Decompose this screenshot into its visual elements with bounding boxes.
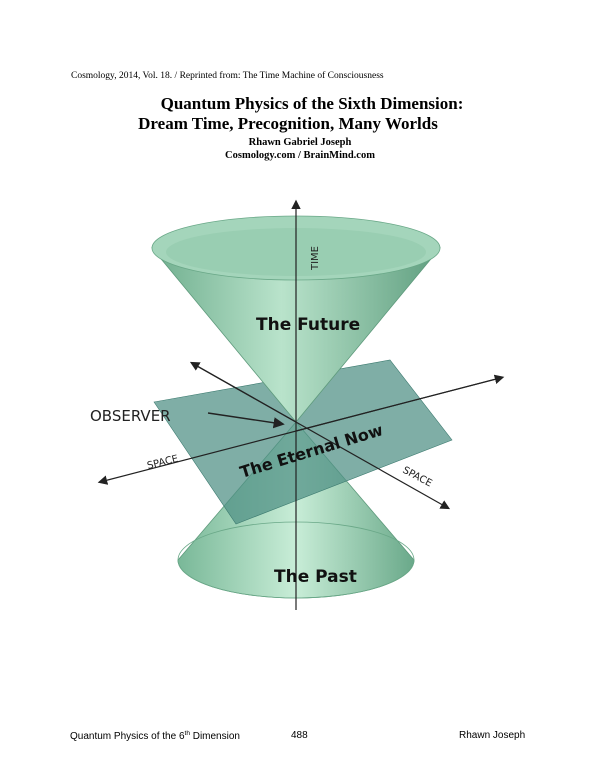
footer-title-tail: Dimension: [189, 731, 240, 742]
title-line-2: Dream Time, Precognition, Many Worlds: [138, 114, 438, 133]
past-label: The Past: [274, 567, 357, 587]
footer-running-title: Quantum Physics of the 6th Dimension: [70, 730, 240, 742]
running-head: Cosmology, 2014, Vol. 18. / Reprinted fr…: [71, 71, 384, 81]
light-cone-figure: TIME The Future OBSERVER SPACE The Etern…: [90, 199, 505, 610]
footer-title-superscript: th: [184, 730, 190, 737]
title-line-1: Quantum Physics of the Sixth Dimension:: [160, 94, 464, 113]
author-name: Rhawn Gabriel Joseph: [248, 137, 352, 148]
space-label-left: SPACE: [146, 454, 179, 472]
author-affiliation: Cosmology.com / BrainMind.com: [225, 150, 375, 161]
footer-title-text: Quantum Physics of the 6: [70, 731, 185, 742]
observer-arrow: [207, 412, 285, 429]
space-label-right: SPACE: [401, 465, 434, 490]
time-label: TIME: [310, 246, 321, 271]
observer-label: OBSERVER: [90, 407, 171, 425]
future-label: The Future: [256, 315, 360, 335]
footer-author: Rhawn Joseph: [459, 730, 526, 741]
page-number: 488: [291, 730, 308, 741]
